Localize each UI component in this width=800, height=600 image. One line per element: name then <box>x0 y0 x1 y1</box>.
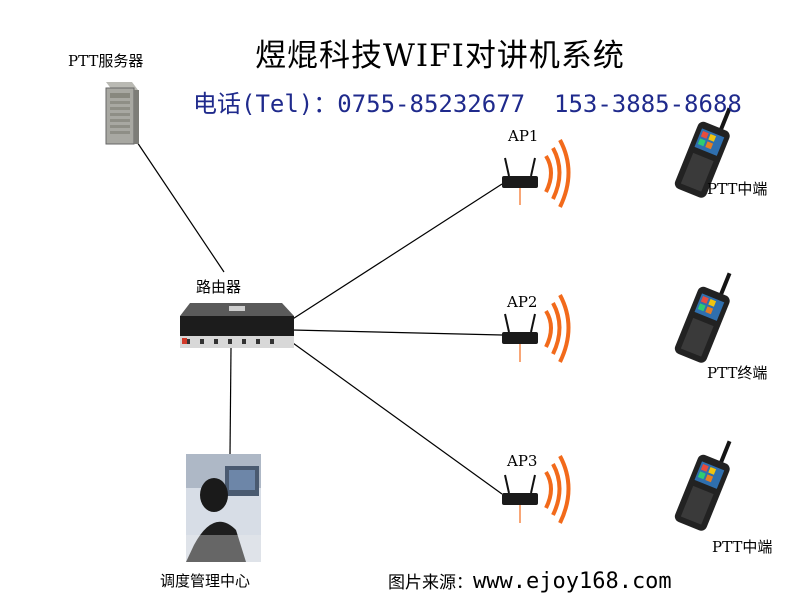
router-label: 路由器 <box>196 278 242 296</box>
ap3-wifi-signal-icon <box>544 455 571 524</box>
server-icon <box>105 82 139 145</box>
ap3-icon <box>502 455 571 524</box>
ap1-icon <box>502 139 571 208</box>
contact-label: 电话(Tel)： <box>193 90 338 118</box>
link-router-ap1 <box>287 183 503 323</box>
link-router-ap2 <box>291 329 503 336</box>
link-router-dispatch <box>229 347 232 456</box>
contact-line: 电话(Tel)：0755-85232677 153-3885-8688 <box>193 84 742 119</box>
ap1-wifi-signal-icon <box>544 139 571 208</box>
page-title: 煜焜科技WIFI对讲机系统 <box>255 38 625 74</box>
ap3-label: AP3 <box>507 452 538 470</box>
router-icon <box>180 303 294 348</box>
ptt-handset-3-icon <box>674 440 732 531</box>
phone-number-2: 153-3885-8688 <box>554 90 742 118</box>
image-source: 图片来源：www.ejoy168.com <box>388 568 672 594</box>
terminal-1-label: PTT中端 <box>707 180 768 198</box>
dispatch-operator-icon <box>186 454 261 562</box>
ptt-handset-2-icon <box>674 272 732 363</box>
source-label: 图片来源： <box>388 573 473 593</box>
terminal-2-label: PTT终端 <box>707 364 768 382</box>
ap2-icon <box>502 294 571 363</box>
ap2-label: AP2 <box>507 293 538 311</box>
terminal-3-label: PTT中端 <box>712 538 773 556</box>
link-router-ap3 <box>285 337 503 495</box>
ap2-wifi-signal-icon <box>544 294 571 363</box>
connection-lines <box>136 141 503 495</box>
ap1-label: AP1 <box>508 127 539 145</box>
ptt-handset-1-icon <box>674 107 732 198</box>
link-server-router <box>136 141 225 273</box>
phone-number-1: 0755-85232677 <box>337 90 526 118</box>
server-label: PTT服务器 <box>68 52 144 70</box>
dispatch-label: 调度管理中心 <box>160 572 251 590</box>
source-url: www.ejoy168.com <box>473 569 672 594</box>
